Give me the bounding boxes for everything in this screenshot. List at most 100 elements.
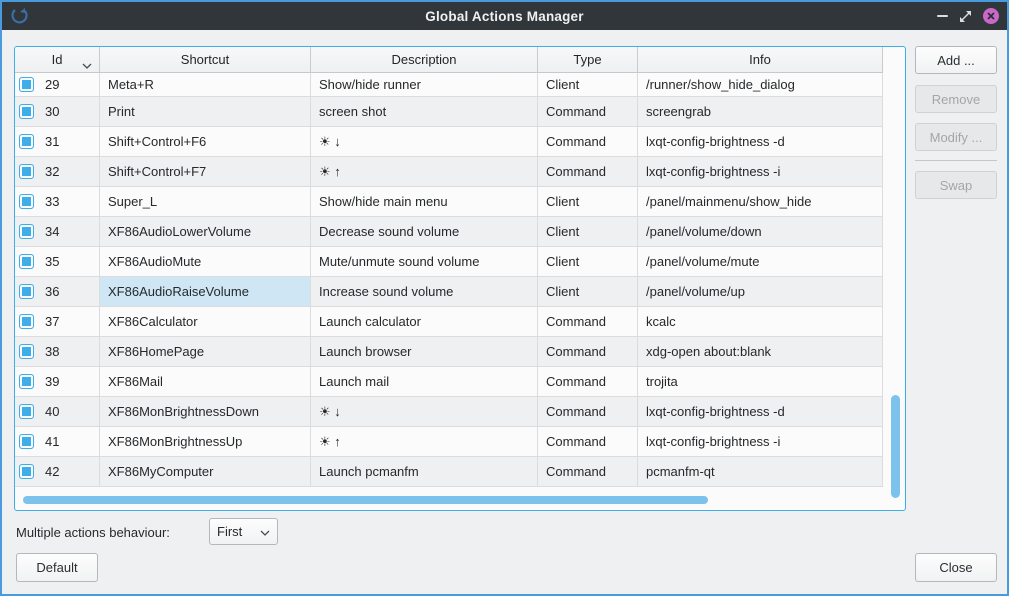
row-checkbox[interactable] bbox=[19, 194, 34, 209]
swap-button[interactable]: Swap bbox=[915, 171, 997, 199]
cell-info[interactable]: xdg-open about:blank bbox=[638, 337, 883, 366]
cell-id[interactable]: 42 bbox=[15, 457, 100, 486]
cell-type[interactable]: Client bbox=[538, 187, 638, 216]
cell-description[interactable]: ☀ ↑ bbox=[311, 427, 538, 456]
remove-button[interactable]: Remove bbox=[915, 85, 997, 113]
cell-info[interactable]: lxqt-config-brightness -i bbox=[638, 427, 883, 456]
behaviour-select[interactable]: First bbox=[209, 518, 278, 545]
cell-shortcut[interactable]: Print bbox=[100, 97, 311, 126]
row-checkbox[interactable] bbox=[19, 254, 34, 269]
cell-shortcut[interactable]: XF86AudioLowerVolume bbox=[100, 217, 311, 246]
cell-id[interactable]: 39 bbox=[15, 367, 100, 396]
row-checkbox[interactable] bbox=[19, 434, 34, 449]
cell-description[interactable]: Launch mail bbox=[311, 367, 538, 396]
row-checkbox[interactable] bbox=[19, 404, 34, 419]
cell-description[interactable]: ☀ ↓ bbox=[311, 397, 538, 426]
cell-description[interactable]: Increase sound volume bbox=[311, 277, 538, 306]
cell-type[interactable]: Command bbox=[538, 397, 638, 426]
row-checkbox[interactable] bbox=[19, 134, 34, 149]
cell-type[interactable]: Client bbox=[538, 277, 638, 306]
cell-description[interactable]: screen shot bbox=[311, 97, 538, 126]
cell-id[interactable]: 41 bbox=[15, 427, 100, 456]
cell-shortcut[interactable]: XF86Mail bbox=[100, 367, 311, 396]
cell-info[interactable]: /panel/volume/down bbox=[638, 217, 883, 246]
cell-description[interactable]: Show/hide runner bbox=[311, 73, 538, 96]
cell-info[interactable]: kcalc bbox=[638, 307, 883, 336]
cell-id[interactable]: 29 bbox=[15, 73, 100, 96]
cell-id[interactable]: 36 bbox=[15, 277, 100, 306]
cell-info[interactable]: screengrab bbox=[638, 97, 883, 126]
cell-type[interactable]: Client bbox=[538, 73, 638, 96]
cell-shortcut[interactable]: XF86HomePage bbox=[100, 337, 311, 366]
cell-description[interactable]: Decrease sound volume bbox=[311, 217, 538, 246]
cell-description[interactable]: Launch calculator bbox=[311, 307, 538, 336]
row-checkbox[interactable] bbox=[19, 314, 34, 329]
cell-type[interactable]: Command bbox=[538, 157, 638, 186]
cell-description[interactable]: Show/hide main menu bbox=[311, 187, 538, 216]
cell-description[interactable]: Mute/unmute sound volume bbox=[311, 247, 538, 276]
cell-info[interactable]: lxqt-config-brightness -i bbox=[638, 157, 883, 186]
cell-shortcut[interactable]: XF86MonBrightnessUp bbox=[100, 427, 311, 456]
cell-type[interactable]: Command bbox=[538, 307, 638, 336]
cell-type[interactable]: Command bbox=[538, 127, 638, 156]
row-checkbox[interactable] bbox=[19, 164, 34, 179]
default-button[interactable]: Default bbox=[16, 553, 98, 582]
column-header-description[interactable]: Description bbox=[311, 47, 538, 72]
cell-info[interactable]: lxqt-config-brightness -d bbox=[638, 127, 883, 156]
horizontal-scrollbar-thumb[interactable] bbox=[23, 496, 708, 504]
vertical-scrollbar-thumb[interactable] bbox=[891, 395, 900, 498]
cell-type[interactable]: Command bbox=[538, 457, 638, 486]
cell-type[interactable]: Command bbox=[538, 337, 638, 366]
row-checkbox[interactable] bbox=[19, 77, 34, 92]
row-checkbox[interactable] bbox=[19, 284, 34, 299]
cell-id[interactable]: 33 bbox=[15, 187, 100, 216]
cell-id[interactable]: 40 bbox=[15, 397, 100, 426]
cell-shortcut[interactable]: XF86MonBrightnessDown bbox=[100, 397, 311, 426]
cell-type[interactable]: Client bbox=[538, 217, 638, 246]
cell-shortcut[interactable]: XF86MyComputer bbox=[100, 457, 311, 486]
cell-type[interactable]: Command bbox=[538, 97, 638, 126]
cell-id[interactable]: 30 bbox=[15, 97, 100, 126]
cell-type[interactable]: Client bbox=[538, 247, 638, 276]
cell-info[interactable]: /panel/volume/up bbox=[638, 277, 883, 306]
restore-button[interactable] bbox=[959, 10, 972, 23]
row-checkbox[interactable] bbox=[19, 344, 34, 359]
cell-shortcut[interactable]: XF86AudioMute bbox=[100, 247, 311, 276]
cell-info[interactable]: /panel/volume/mute bbox=[638, 247, 883, 276]
cell-shortcut[interactable]: XF86AudioRaiseVolume bbox=[100, 277, 311, 306]
cell-shortcut[interactable]: XF86Calculator bbox=[100, 307, 311, 336]
cell-shortcut[interactable]: Super_L bbox=[100, 187, 311, 216]
cell-type[interactable]: Command bbox=[538, 427, 638, 456]
cell-id[interactable]: 31 bbox=[15, 127, 100, 156]
column-header-id[interactable]: Id bbox=[15, 47, 100, 72]
cell-id[interactable]: 38 bbox=[15, 337, 100, 366]
row-checkbox[interactable] bbox=[19, 104, 34, 119]
column-header-type[interactable]: Type bbox=[538, 47, 638, 72]
cell-info[interactable]: lxqt-config-brightness -d bbox=[638, 397, 883, 426]
cell-id[interactable]: 35 bbox=[15, 247, 100, 276]
cell-description[interactable]: ☀ ↓ bbox=[311, 127, 538, 156]
cell-id[interactable]: 37 bbox=[15, 307, 100, 336]
cell-shortcut[interactable]: Shift+Control+F6 bbox=[100, 127, 311, 156]
cell-id[interactable]: 34 bbox=[15, 217, 100, 246]
cell-shortcut[interactable]: Meta+R bbox=[100, 73, 311, 96]
close-window-button[interactable] bbox=[983, 8, 999, 24]
minimize-button[interactable] bbox=[937, 15, 948, 17]
cell-description[interactable]: Launch browser bbox=[311, 337, 538, 366]
cell-description[interactable]: Launch pcmanfm bbox=[311, 457, 538, 486]
row-checkbox[interactable] bbox=[19, 224, 34, 239]
column-header-info[interactable]: Info bbox=[638, 47, 883, 72]
cell-id[interactable]: 32 bbox=[15, 157, 100, 186]
cell-info[interactable]: pcmanfm-qt bbox=[638, 457, 883, 486]
add-button[interactable]: Add ... bbox=[915, 46, 997, 74]
cell-shortcut[interactable]: Shift+Control+F7 bbox=[100, 157, 311, 186]
modify-button[interactable]: Modify ... bbox=[915, 123, 997, 151]
